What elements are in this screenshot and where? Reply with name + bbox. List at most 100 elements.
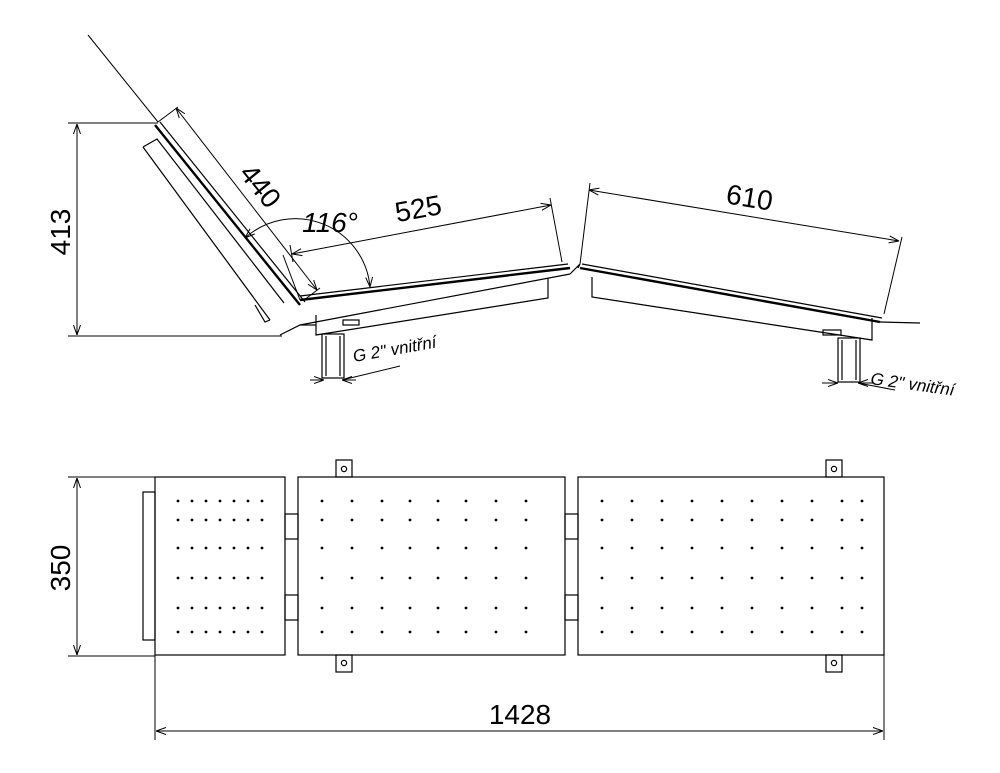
perforation-hole bbox=[260, 518, 264, 522]
perforation-hole bbox=[350, 576, 354, 580]
dim-backrest-440: 440 bbox=[157, 106, 321, 301]
perforation-hole bbox=[204, 546, 208, 550]
perforation-hole bbox=[780, 576, 784, 580]
perforation-hole bbox=[524, 576, 528, 580]
perforation-hole bbox=[232, 606, 236, 610]
foot-fixing-slot bbox=[822, 329, 842, 336]
perforation-hole bbox=[630, 630, 634, 634]
perforation-hole bbox=[190, 576, 194, 580]
perforation-hole bbox=[176, 499, 180, 503]
backrest-extension-line bbox=[87, 34, 159, 123]
perforation-hole bbox=[494, 630, 498, 634]
perforation-hole bbox=[840, 546, 844, 550]
backrest-plate bbox=[142, 476, 286, 656]
perforation-hole bbox=[204, 518, 208, 522]
perforation-hole bbox=[408, 576, 412, 580]
perforation-hole bbox=[176, 606, 180, 610]
perforation-hole bbox=[218, 546, 222, 550]
seat-panel bbox=[279, 263, 571, 336]
perforation-hole bbox=[320, 606, 324, 610]
foot-dimension-label: 610 bbox=[724, 178, 775, 216]
perforation-hole bbox=[320, 576, 324, 580]
perforation-hole bbox=[190, 546, 194, 550]
perforation-hole bbox=[660, 546, 664, 550]
perforation-hole bbox=[176, 630, 180, 634]
perforation-hole bbox=[780, 606, 784, 610]
plan-view: 350 1428 bbox=[45, 459, 885, 740]
perforation-hole bbox=[246, 546, 250, 550]
perforation-hole bbox=[464, 630, 468, 634]
perforation-hole bbox=[524, 546, 528, 550]
perforation-hole bbox=[464, 606, 468, 610]
hinges bbox=[284, 513, 579, 621]
perforation-hole bbox=[494, 499, 498, 503]
perforation-hole bbox=[204, 499, 208, 503]
seat-perforation bbox=[320, 499, 528, 634]
perforation-hole bbox=[436, 518, 440, 522]
perforation-hole bbox=[840, 576, 844, 580]
perforation-hole bbox=[232, 630, 236, 634]
perforation-hole bbox=[380, 630, 384, 634]
dim-height-413: 413 bbox=[45, 122, 282, 337]
perforation-hole bbox=[690, 606, 694, 610]
perforation-hole bbox=[320, 499, 324, 503]
perforation-hole bbox=[780, 518, 784, 522]
perforation-hole bbox=[750, 576, 754, 580]
perforation-hole bbox=[810, 630, 814, 634]
perforation-hole bbox=[494, 606, 498, 610]
perforation-hole bbox=[810, 518, 814, 522]
perforation-hole bbox=[660, 576, 664, 580]
perforation-hole bbox=[380, 576, 384, 580]
perforation-hole bbox=[840, 518, 844, 522]
perforation-hole bbox=[218, 630, 222, 634]
perforation-hole bbox=[204, 630, 208, 634]
perforation-hole bbox=[176, 576, 180, 580]
perforation-hole bbox=[260, 499, 264, 503]
perforation-hole bbox=[690, 546, 694, 550]
perforation-hole bbox=[380, 499, 384, 503]
perforation-hole bbox=[630, 499, 634, 503]
perforation-hole bbox=[630, 546, 634, 550]
foot-panel bbox=[579, 263, 921, 341]
perforation-hole bbox=[320, 546, 324, 550]
foot-perforation bbox=[600, 499, 864, 634]
mounting-lugs bbox=[335, 459, 843, 673]
perforation-hole bbox=[246, 518, 250, 522]
perforation-hole bbox=[464, 576, 468, 580]
perforation-hole bbox=[190, 518, 194, 522]
perforation-hole bbox=[810, 499, 814, 503]
perforation-hole bbox=[524, 630, 528, 634]
dim-foot-610: 610 bbox=[579, 178, 903, 315]
seat-fixing-slot bbox=[342, 319, 360, 326]
perforation-hole bbox=[720, 499, 724, 503]
perforation-hole bbox=[350, 499, 354, 503]
perforation-hole bbox=[232, 576, 236, 580]
perforation-hole bbox=[690, 630, 694, 634]
perforation-hole bbox=[218, 499, 222, 503]
perforation-hole bbox=[780, 630, 784, 634]
perforation-hole bbox=[524, 606, 528, 610]
perforation-hole bbox=[630, 576, 634, 580]
perforation-hole bbox=[690, 518, 694, 522]
perforation-hole bbox=[218, 518, 222, 522]
perforation-hole bbox=[380, 546, 384, 550]
perforation-hole bbox=[246, 499, 250, 503]
perforation-hole bbox=[380, 606, 384, 610]
perforation-hole bbox=[720, 606, 724, 610]
perforation-hole bbox=[524, 499, 528, 503]
perforation-hole bbox=[780, 499, 784, 503]
perforation-hole bbox=[690, 499, 694, 503]
perforation-hole bbox=[600, 576, 604, 580]
perforation-hole bbox=[246, 576, 250, 580]
perforation-hole bbox=[232, 518, 236, 522]
seat-plate bbox=[297, 476, 566, 656]
perforation-hole bbox=[720, 630, 724, 634]
perforation-hole bbox=[840, 606, 844, 610]
perforation-hole bbox=[204, 606, 208, 610]
perforation-hole bbox=[600, 499, 604, 503]
perforation-hole bbox=[436, 606, 440, 610]
perforation-hole bbox=[176, 546, 180, 550]
perforation-hole bbox=[630, 606, 634, 610]
right-leg bbox=[837, 337, 861, 383]
